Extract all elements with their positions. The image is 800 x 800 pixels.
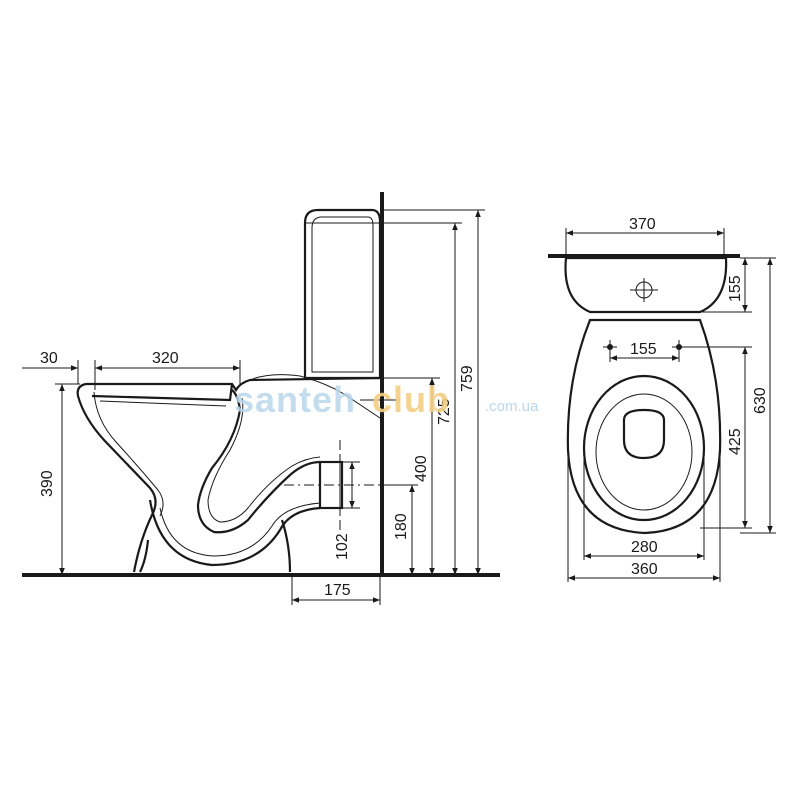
dim-tank-base: 400 xyxy=(413,455,430,482)
dim-outlet-offset: 175 xyxy=(324,582,351,599)
dim-bowl-height: 390 xyxy=(39,470,56,497)
seat-outer xyxy=(582,374,706,522)
dim-seat-depth: 425 xyxy=(727,428,744,455)
dim-overall-depth: 630 xyxy=(752,387,769,414)
dim-inlet-height: 180 xyxy=(393,513,410,540)
flush-button-icon xyxy=(630,278,658,302)
dim-bowl-outer-width: 360 xyxy=(631,561,658,578)
dim-bowl-length: 320 xyxy=(152,350,179,367)
dim-hinge-spacing: 155 xyxy=(630,341,657,358)
side-view: 30 320 390 175 102 180 400 725 759 xyxy=(22,192,500,605)
tank-plan xyxy=(564,256,728,314)
watermark: santeh club .com.ua xyxy=(234,379,539,420)
outlet-opening xyxy=(622,408,666,460)
dim-outlet-center: 102 xyxy=(334,533,351,560)
cistern-tank xyxy=(303,208,382,380)
dim-tank-depth: 155 xyxy=(727,275,744,302)
top-view: 370 155 155 425 630 280 360 xyxy=(548,216,776,582)
dim-tank-width: 370 xyxy=(629,216,656,233)
svg-text:.com.ua: .com.ua xyxy=(485,398,539,415)
dim-cistern-height: 725 xyxy=(436,398,453,425)
bowl-plan-outer xyxy=(566,318,722,535)
dim-rim-offset: 30 xyxy=(40,350,58,367)
svg-text:santeh: santeh xyxy=(234,379,356,420)
dim-bowl-inner-width: 280 xyxy=(631,539,658,556)
svg-text:club: club xyxy=(372,379,450,420)
toilet-bowl xyxy=(76,374,381,573)
bowl-inner xyxy=(595,393,693,511)
dim-overall-height: 759 xyxy=(459,365,476,392)
